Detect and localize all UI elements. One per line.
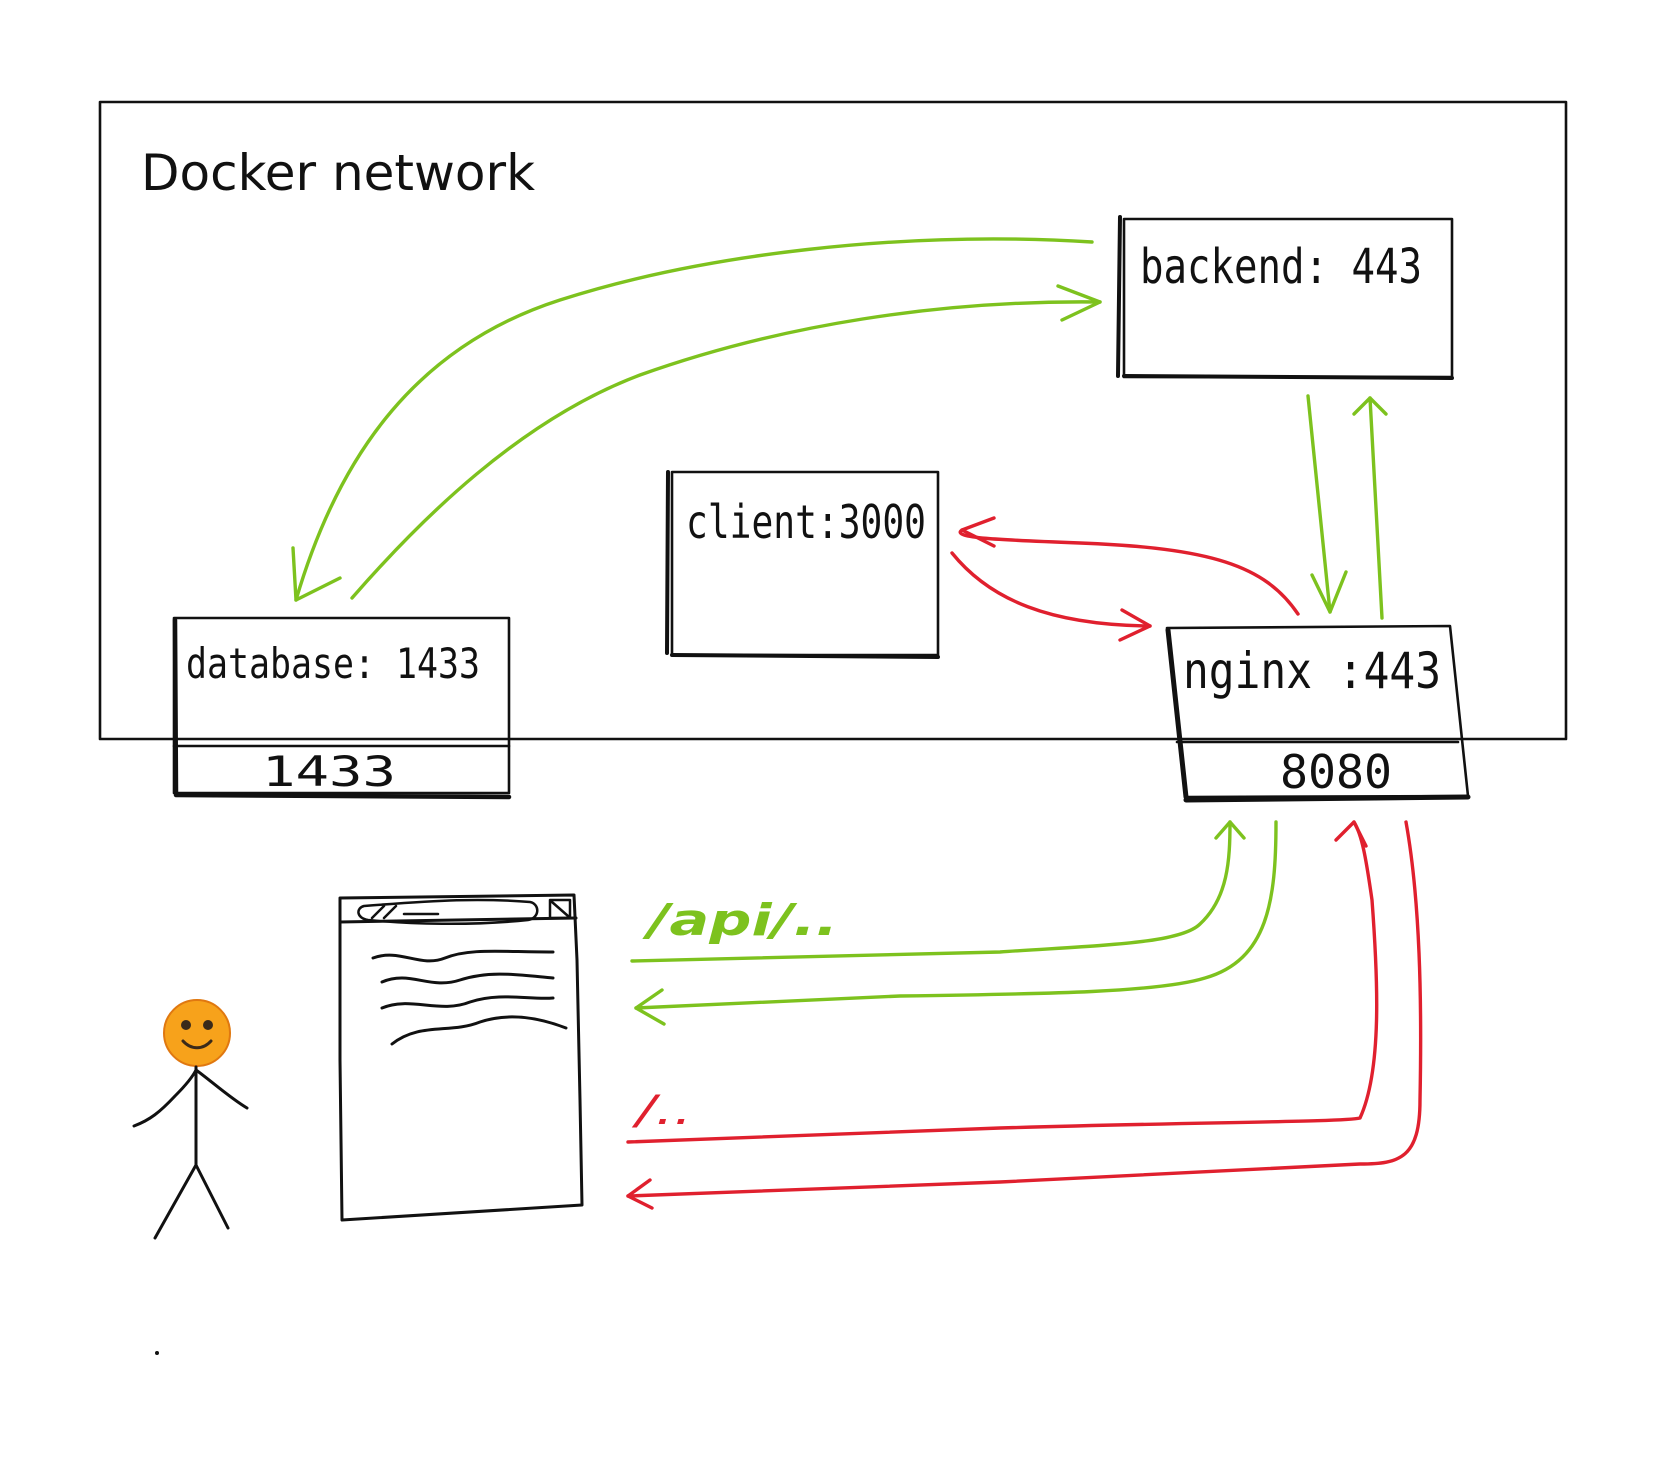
client-node: client:3000	[665, 470, 940, 659]
arrow-browser-to-nginx-api	[630, 820, 1232, 963]
arrowhead-backend-from-nginx	[1352, 396, 1388, 416]
arrowhead-nginx-root	[1334, 820, 1368, 848]
arrow-backend-to-database	[294, 237, 1094, 602]
arrow-nginx-to-browser-root	[626, 820, 1423, 1198]
nginx-port: 8080	[1280, 745, 1392, 799]
arrow-backend-to-nginx	[1306, 394, 1332, 614]
docker-network-boundary	[98, 100, 1568, 741]
arrow-nginx-to-browser-api	[634, 820, 1278, 1010]
arrowhead-nginx-from-backend	[1310, 570, 1348, 614]
arrowhead-nginx-api	[1214, 820, 1246, 840]
smiley-stick-figure-icon	[132, 999, 249, 1240]
arrow-browser-to-nginx-root	[626, 820, 1379, 1144]
browser-window-icon	[338, 893, 584, 1222]
nginx-label: nginx :443	[1183, 642, 1441, 700]
docker-network-title: Docker network	[141, 144, 535, 202]
route-api-label: /api/..	[641, 895, 838, 946]
arrow-client-to-nginx	[950, 551, 1152, 628]
arrowhead-browser-root	[626, 1178, 654, 1210]
arrowhead-nginx-from-client	[1118, 608, 1152, 642]
database-label: database: 1433	[186, 639, 480, 688]
stray-dot	[155, 1351, 159, 1355]
route-root-label: /..	[632, 1088, 692, 1134]
arrowhead-backend	[1056, 284, 1102, 322]
database-port: 1433	[262, 747, 396, 796]
client-label: client:3000	[686, 495, 926, 549]
nginx-node: nginx :443 8080	[1165, 624, 1471, 803]
arrowhead-client	[960, 516, 996, 548]
arrowhead-database	[291, 546, 342, 602]
arrow-nginx-to-backend	[1368, 396, 1384, 620]
backend-node: backend: 443	[1116, 215, 1454, 380]
arrow-database-to-backend	[350, 300, 1102, 600]
database-node: database: 1433 1433	[172, 616, 512, 800]
arrowhead-browser-api	[634, 988, 666, 1026]
arrow-nginx-to-client	[958, 528, 1300, 616]
backend-label: backend: 443	[1140, 239, 1422, 295]
